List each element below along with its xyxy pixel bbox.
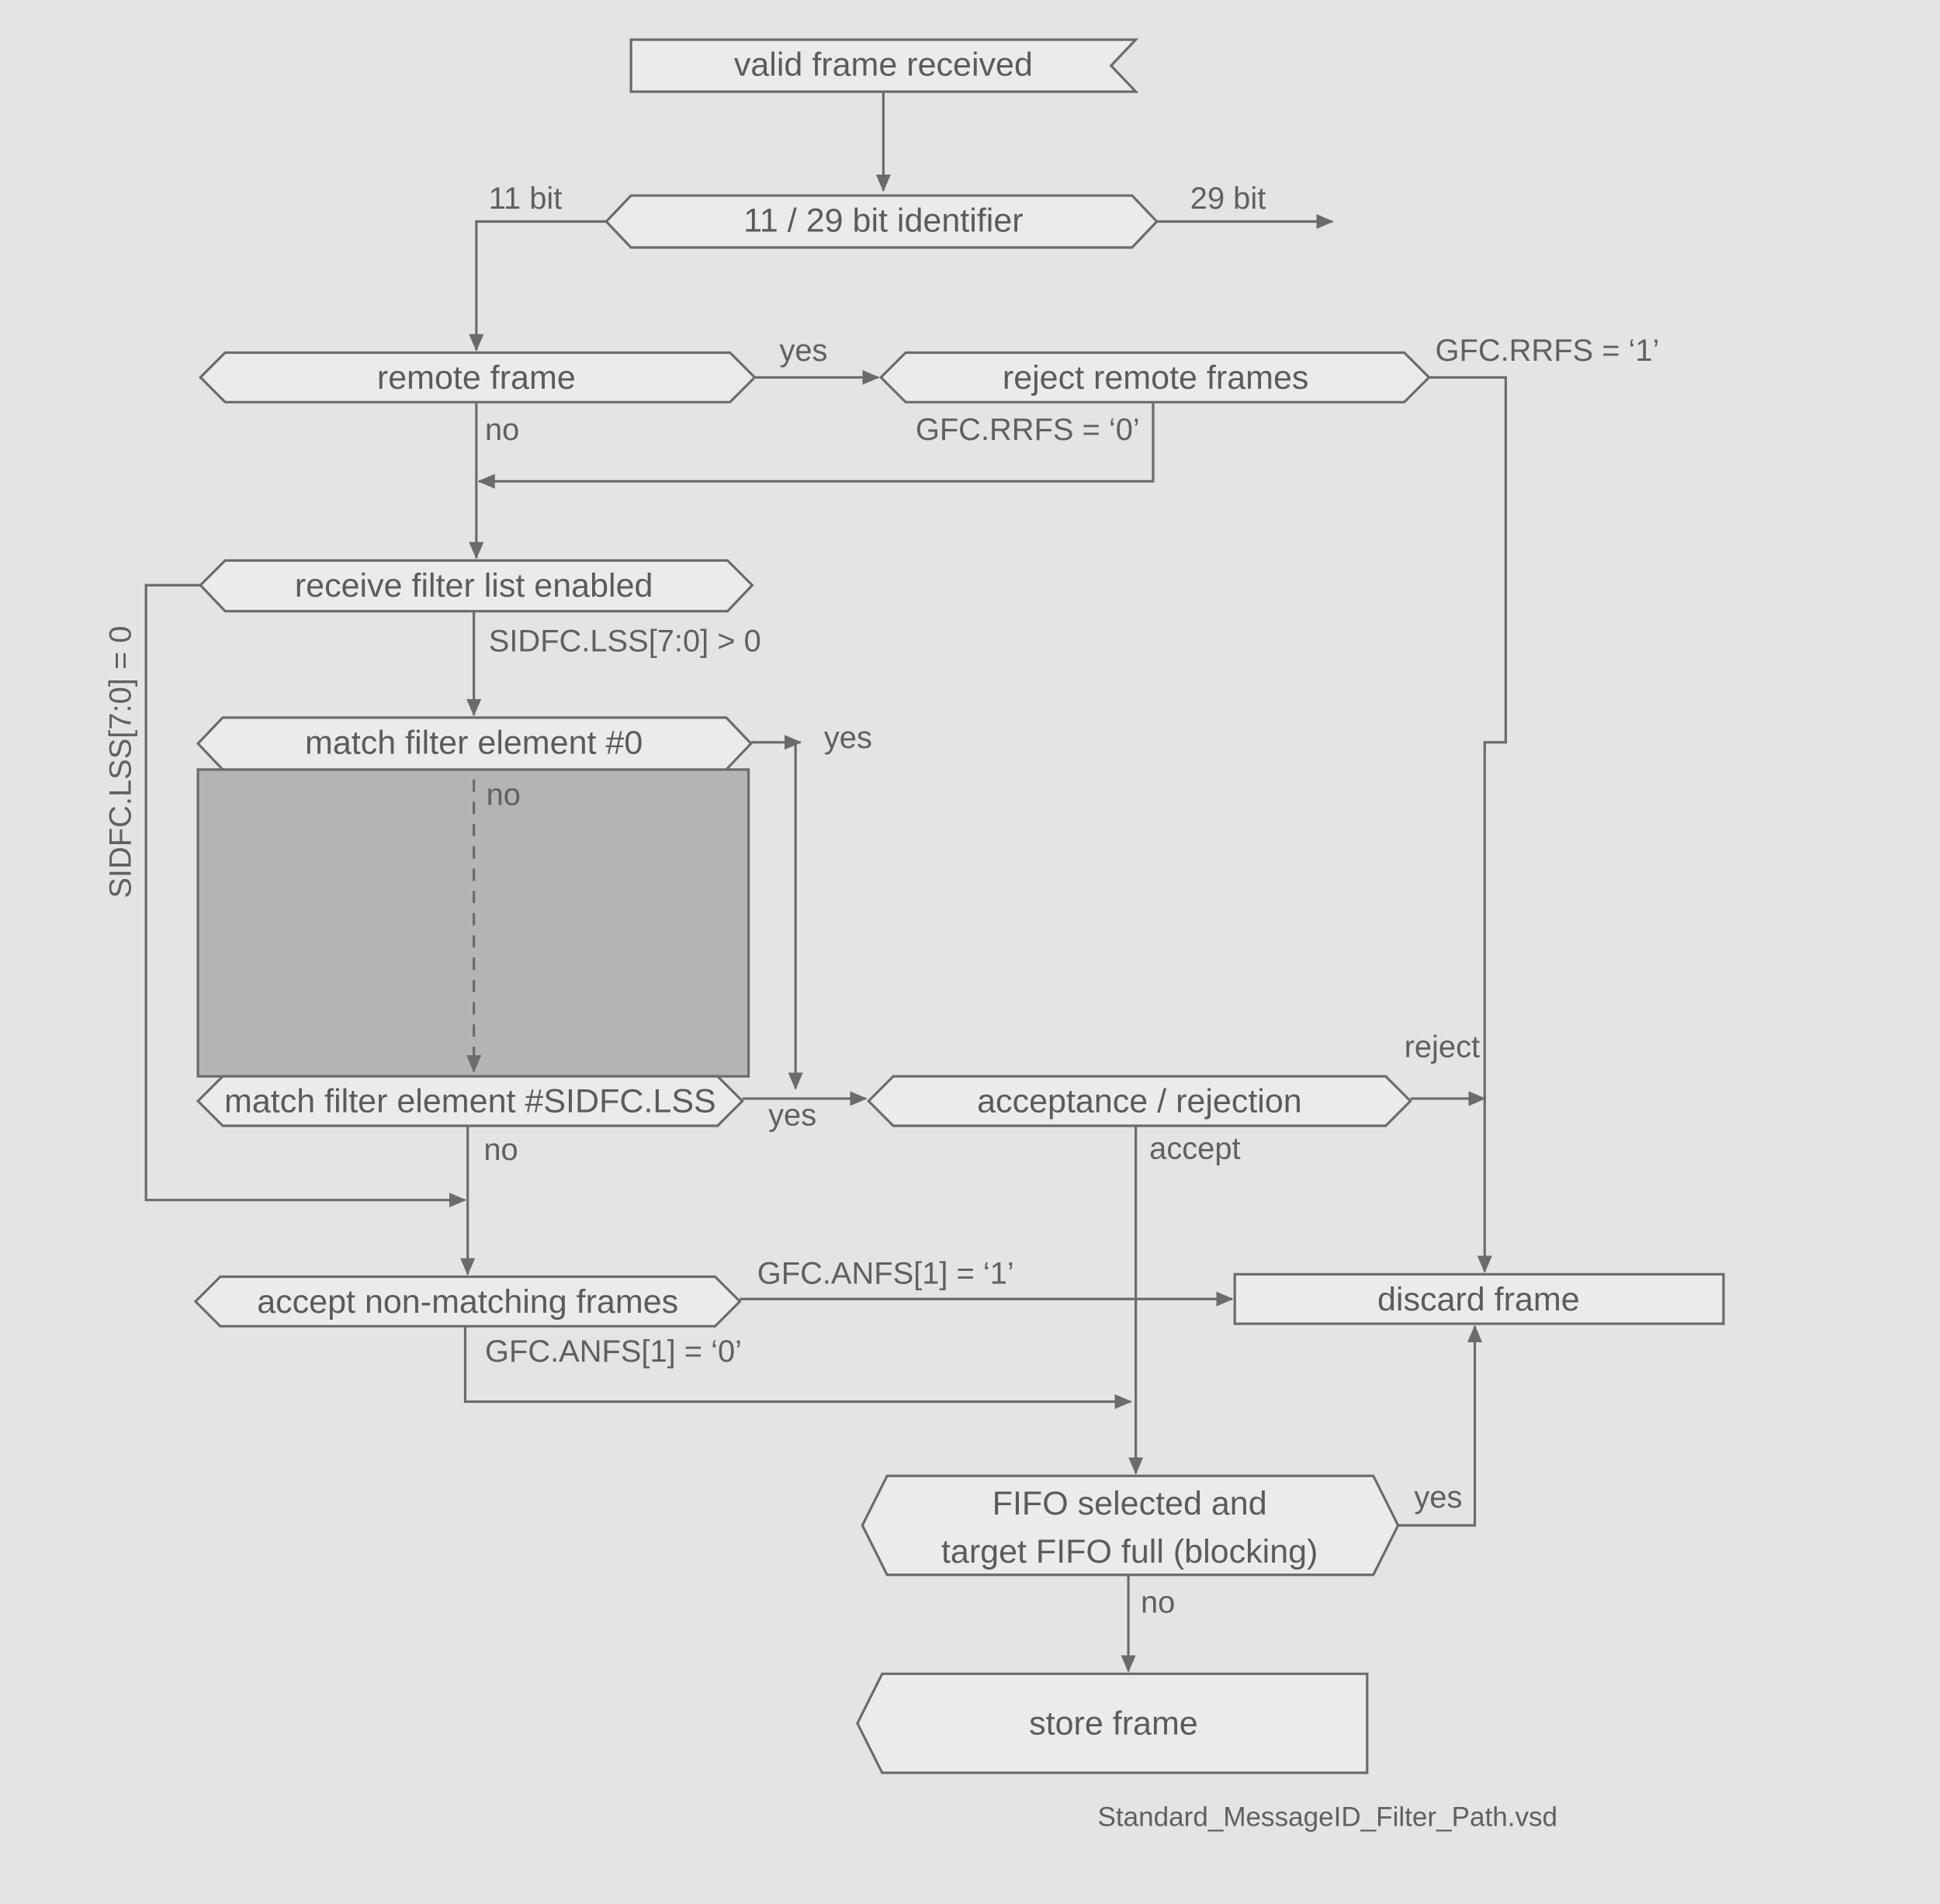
accept-reject-label: acceptance / rejection (977, 1083, 1302, 1120)
fifo-label-2: target FIFO full (blocking) (941, 1533, 1318, 1570)
reject-remote-node (878, 351, 1431, 403)
label-rrfs1: GFC.RRFS = ‘1’ (1435, 334, 1659, 368)
label-anfs0: GFC.ANFS[1] = ‘0’ (485, 1335, 742, 1369)
accept-nonmatching-node (193, 1275, 742, 1328)
label-match0-yes: yes (824, 721, 872, 755)
reject-remote-label: reject remote frames (1003, 359, 1309, 396)
label-matchlast-yes: yes (768, 1098, 816, 1132)
valid-frame-label: valid frame received (734, 47, 1033, 84)
label-fifo-no: no (1141, 1586, 1175, 1620)
fifo-label-1: FIFO selected and (993, 1485, 1267, 1522)
label-lss-gt0: SIDFC.LSS[7:0] > 0 (489, 625, 761, 659)
label-accept: accept (1149, 1131, 1240, 1165)
filter-list-node (199, 559, 754, 613)
identifier-node (605, 194, 1159, 249)
remote-frame-label: remote frame (377, 359, 576, 396)
label-match0-no: no (487, 777, 521, 812)
identifier-label: 11 / 29 bit identifier (743, 202, 1023, 239)
match-last-label: match filter element #SIDFC.LSS (224, 1083, 716, 1120)
label-remote-no: no (485, 413, 519, 447)
discard-node (1233, 1272, 1725, 1325)
label-rrfs0: GFC.RRFS = ‘0’ (916, 413, 1140, 447)
accept-reject-node (867, 1075, 1412, 1127)
store-node (856, 1672, 1369, 1774)
valid-frame-node (629, 38, 1139, 93)
footer-filename: Standard_MessageID_Filter_Path.vsd (1098, 1802, 1557, 1832)
store-label: store frame (1029, 1705, 1198, 1743)
label-fifo-yes: yes (1414, 1480, 1462, 1515)
label-lss-eq0: SIDFC.LSS[7:0] = 0 (103, 626, 137, 898)
accept-nonmatching-label: accept non-matching frames (257, 1283, 678, 1321)
label-remote-yes: yes (779, 334, 827, 368)
label-reject: reject (1405, 1030, 1480, 1065)
fifo-node (861, 1474, 1400, 1577)
label-anfs1: GFC.ANFS[1] = ‘1’ (757, 1256, 1014, 1290)
match-0-node (196, 716, 753, 771)
label-29bit: 29 bit (1190, 182, 1266, 216)
label-11bit: 11 bit (489, 182, 563, 216)
discard-label: discard frame (1377, 1281, 1580, 1318)
filter-list-label: receive filter list enabled (295, 567, 653, 604)
remote-frame-node (199, 351, 757, 403)
match-last-node (196, 1075, 744, 1127)
match-0-label: match filter element #0 (305, 724, 643, 761)
connectors (144, 92, 1507, 1673)
label-matchlast-no: no (483, 1133, 518, 1167)
